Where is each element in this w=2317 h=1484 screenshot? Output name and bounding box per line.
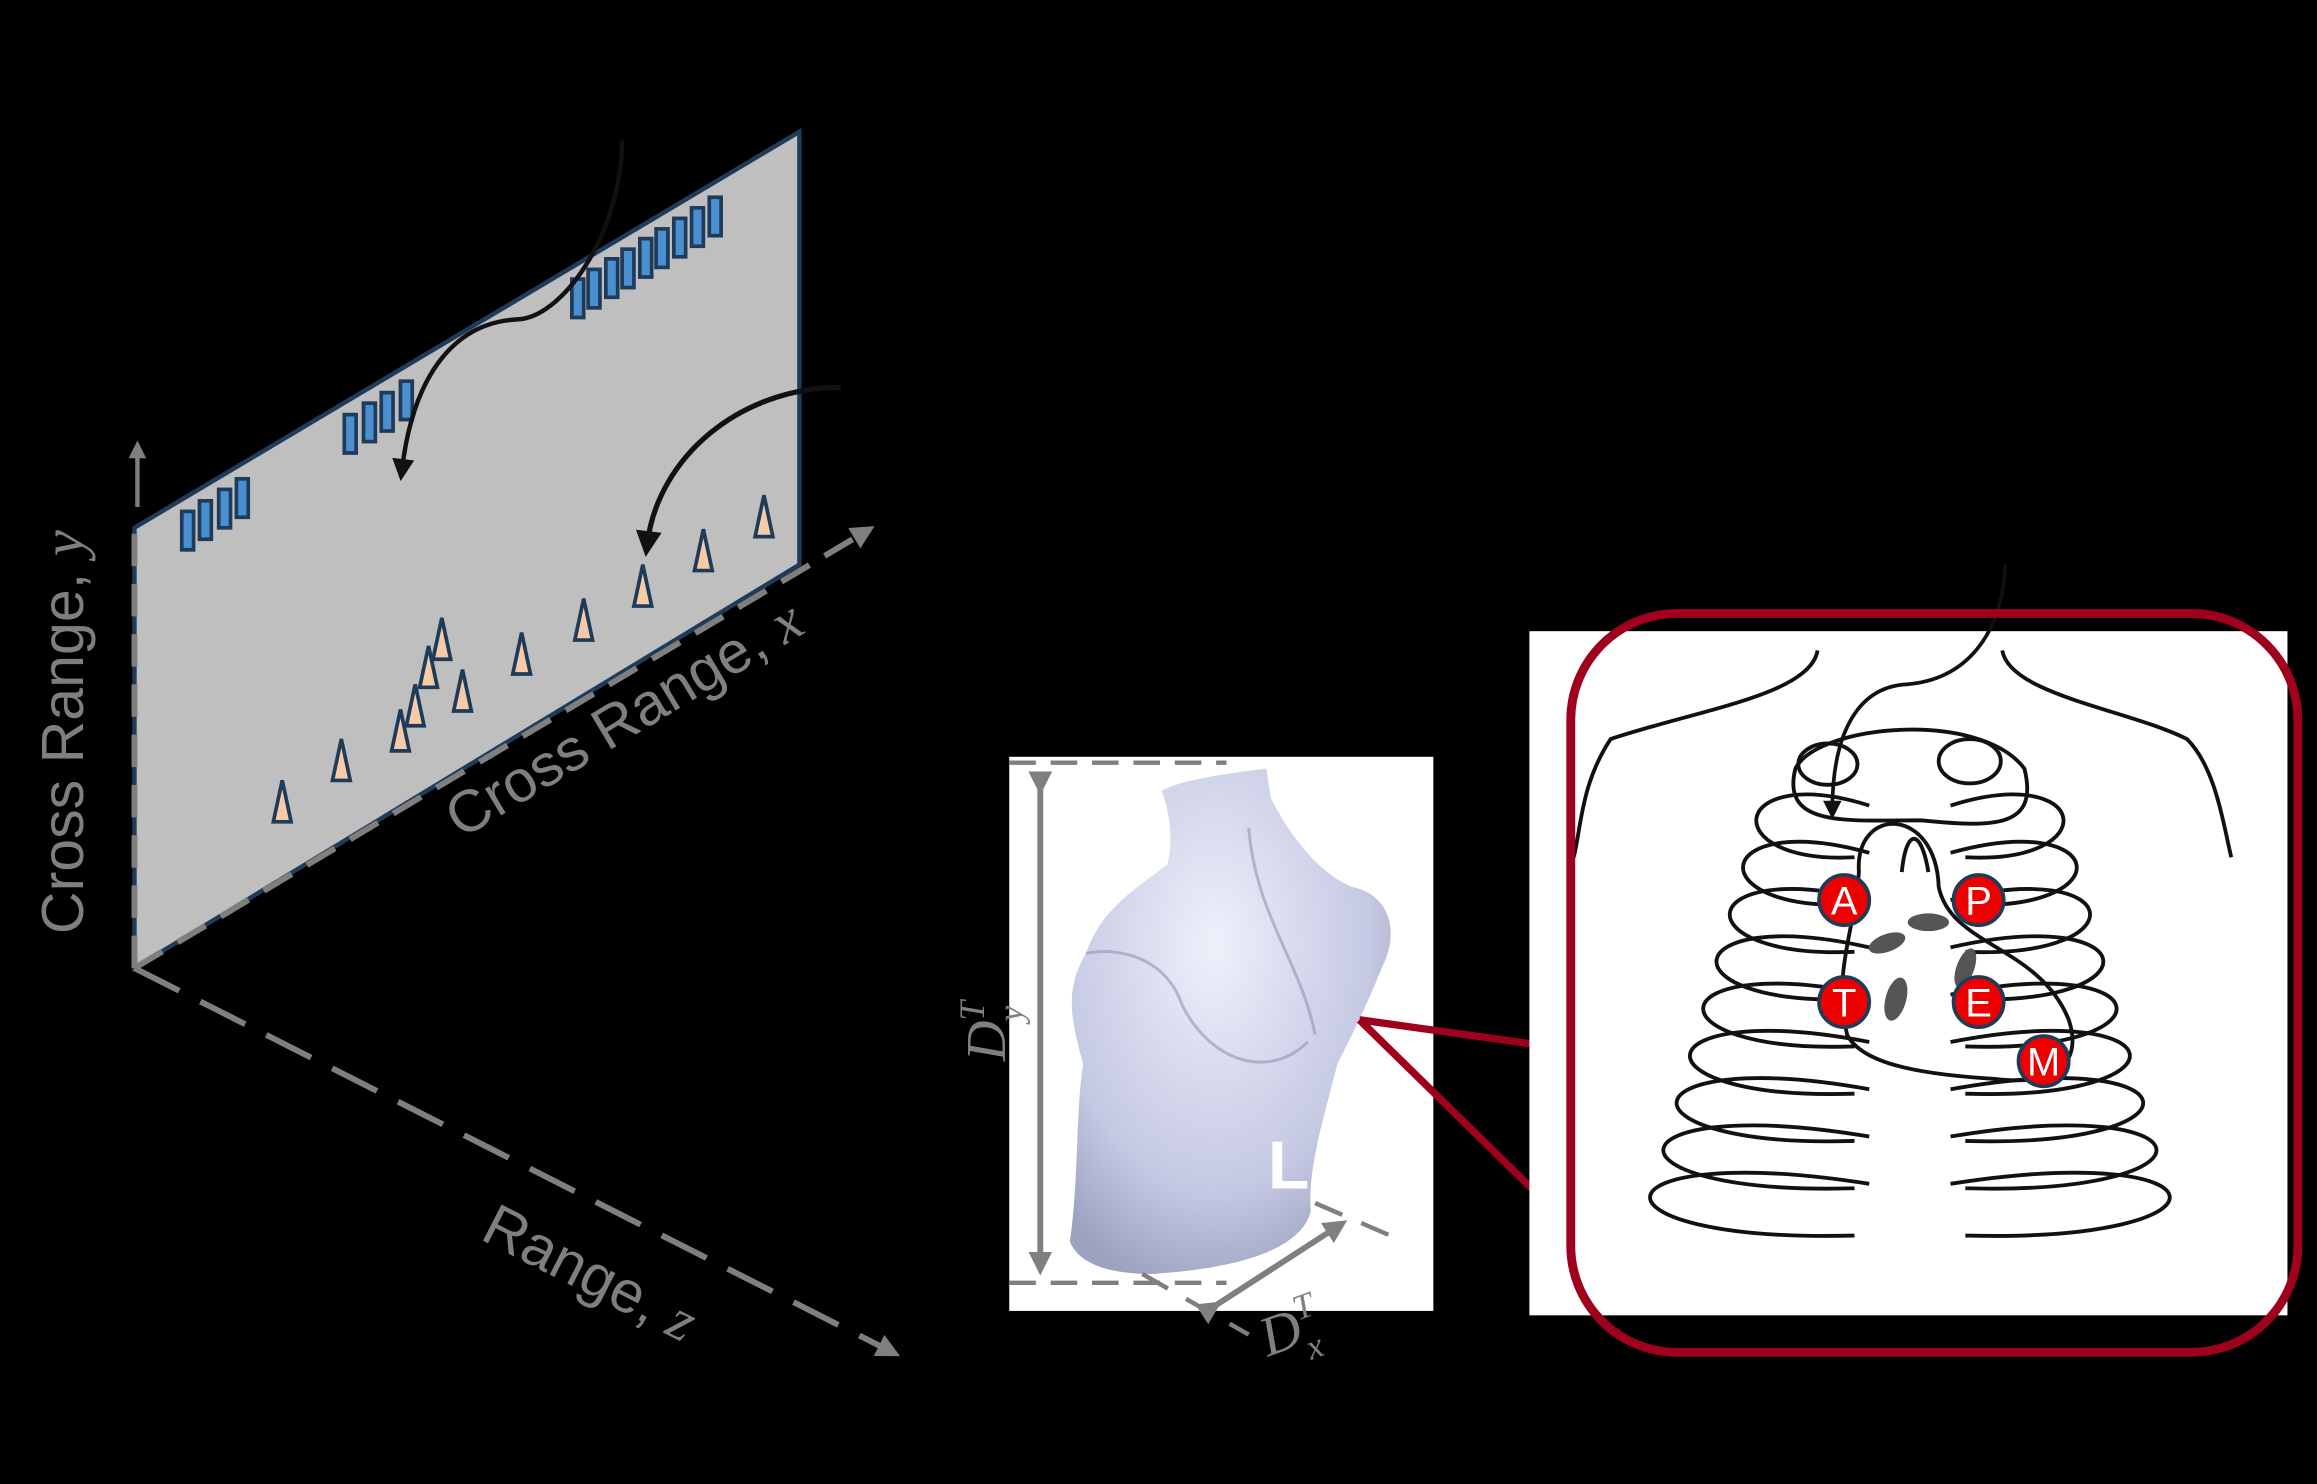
target-point bbox=[330, 738, 353, 783]
antenna-elements bbox=[179, 195, 723, 552]
antenna-element bbox=[234, 476, 251, 520]
target-point bbox=[752, 494, 776, 539]
marker-letter: M bbox=[2027, 1041, 2060, 1085]
callout-frame bbox=[1566, 609, 2303, 1357]
target-point bbox=[631, 564, 654, 608]
torso-model: L DTy DTx bbox=[952, 756, 1434, 1369]
side-label-L: L bbox=[1268, 1127, 1310, 1203]
chest-anatomy-illustration: A P T EM bbox=[1529, 564, 2288, 1316]
target-point bbox=[417, 645, 440, 690]
antenna-element bbox=[342, 412, 358, 455]
antenna-element bbox=[620, 247, 636, 290]
z-axis-label: Range, z bbox=[473, 1190, 708, 1354]
auscultation-marker-p: P bbox=[1951, 873, 2006, 928]
auscultation-marker-t: T bbox=[1817, 975, 1872, 1030]
auscultation-marker-a: A bbox=[1817, 873, 1872, 928]
antenna-element bbox=[707, 195, 723, 238]
y-axis-label: Cross Range, y bbox=[29, 529, 96, 934]
target-point bbox=[389, 709, 412, 753]
target-point bbox=[451, 669, 474, 713]
auscultation-marker-m: M bbox=[2016, 1034, 2071, 1089]
antenna-element bbox=[361, 401, 378, 444]
antenna-element bbox=[604, 257, 620, 300]
x-axis bbox=[132, 526, 875, 971]
antenna-element bbox=[671, 216, 688, 259]
marker-letter: E bbox=[1965, 982, 1992, 1026]
target-point bbox=[430, 617, 453, 662]
antenna-element bbox=[216, 487, 233, 530]
scene-plane bbox=[132, 127, 802, 973]
depth-dimension-arrow bbox=[1195, 1220, 1348, 1325]
target-point bbox=[692, 528, 715, 573]
annotation-arrow-heart bbox=[1823, 564, 2008, 820]
z-axis bbox=[133, 965, 901, 1357]
marker-letter: T bbox=[1832, 982, 1856, 1026]
antenna-element bbox=[689, 205, 706, 249]
antenna-element bbox=[586, 267, 602, 310]
auscultation-marker-e: E bbox=[1951, 975, 2006, 1030]
marker-letter: P bbox=[1965, 880, 1992, 924]
antenna-element bbox=[379, 390, 395, 433]
annotation-arrow-targets bbox=[635, 384, 841, 557]
dimension-y-label: DTy bbox=[952, 999, 1030, 1063]
antenna-element bbox=[398, 379, 415, 422]
target-point bbox=[510, 632, 533, 676]
annotation-arrow-antenna bbox=[392, 140, 625, 482]
antenna-element bbox=[179, 509, 196, 552]
target-points bbox=[271, 494, 776, 824]
target-point bbox=[271, 780, 294, 824]
target-point bbox=[404, 683, 427, 728]
torso-mesh bbox=[1069, 768, 1391, 1274]
target-point bbox=[572, 598, 595, 642]
antenna-element bbox=[637, 236, 654, 279]
antenna-element bbox=[654, 227, 670, 270]
antenna-element bbox=[197, 498, 214, 542]
marker-letter: A bbox=[1831, 880, 1858, 924]
